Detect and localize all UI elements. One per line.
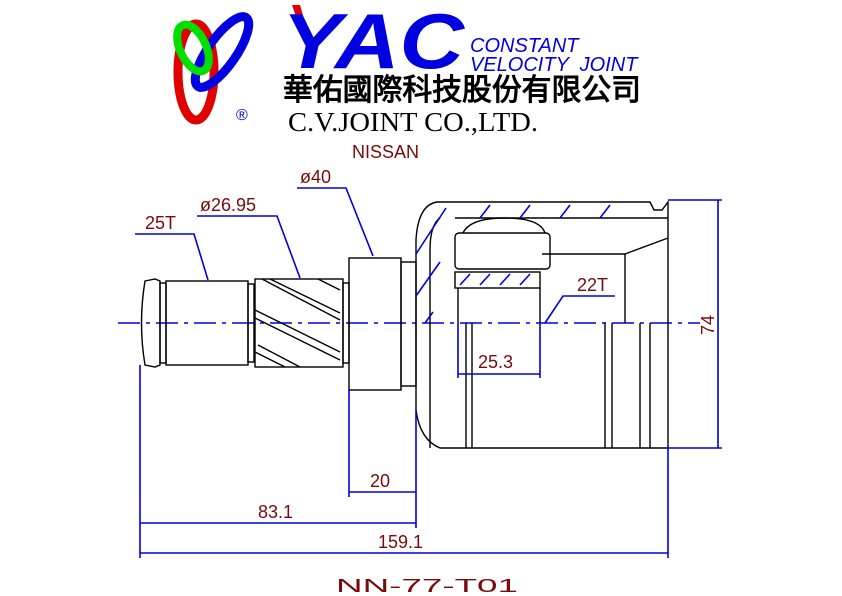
company-name-english: C.V.JOINT CO.,LTD. [288, 107, 538, 137]
dim-83-1: 83.1 [139, 365, 416, 558]
housing [415, 199, 669, 449]
leader-shaft-diameter: ø26.95 [197, 195, 301, 279]
dim-159-1: 159.1 [140, 448, 669, 558]
logo-red-ring [173, 19, 219, 125]
shaft [140, 257, 417, 391]
shaft-diameter-label: ø26.95 [200, 195, 256, 215]
outer-spline-label: 25T [145, 213, 176, 233]
dim-25-3: 25.3 [457, 323, 541, 378]
inner-depth-label: 25.3 [478, 352, 513, 372]
tripod-roller [454, 232, 551, 270]
leader-25t: 25T [135, 213, 209, 281]
housing-diameter-label: 74 [698, 315, 718, 335]
registered-mark: ® [236, 107, 248, 124]
collar-length-label: 20 [370, 471, 390, 491]
dim-74: 74 [668, 199, 722, 449]
shaft-length-label: 83.1 [258, 502, 293, 522]
leader-seal-diameter: ø40 [297, 167, 374, 257]
company-name-chinese: 華佑國際科技股份有限公司 [283, 74, 641, 107]
tagline-line2: VELOCITY JOINT [470, 54, 639, 76]
brand-wordmark: YAC [282, 0, 466, 85]
seal-diameter-label: ø40 [300, 167, 331, 187]
yac-logo: ® YAC CONSTANT VELOCITY JOINT [173, 0, 639, 125]
part-number: NN-77-T01 [336, 576, 518, 596]
inner-spline-label: 22T [577, 275, 608, 295]
vehicle-make: NISSAN [352, 142, 419, 162]
logo-blue-ring [190, 12, 254, 92]
dim-20: 20 [348, 390, 417, 528]
leader-22t: 22T [544, 275, 615, 324]
overall-length-label: 159.1 [378, 532, 423, 552]
seal-collar [348, 257, 402, 391]
logo-green-ring [173, 20, 213, 76]
logo-red-stripe [292, 5, 310, 40]
tagline-line1: CONSTANT [470, 35, 580, 57]
